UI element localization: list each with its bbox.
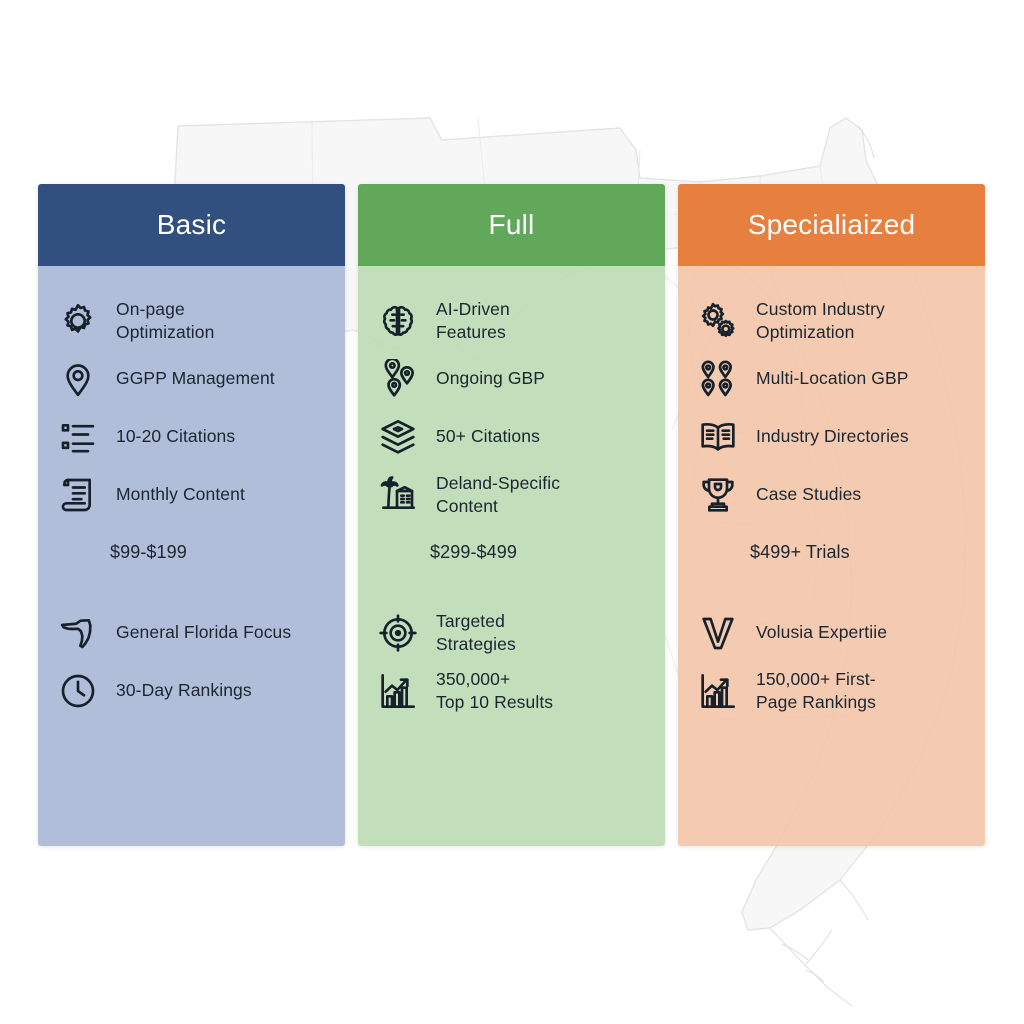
price-label: $99-$199 <box>110 542 187 563</box>
quad-map-pin-icon <box>696 357 740 401</box>
feature-label: 30-Day Rankings <box>116 680 252 701</box>
pricing-card-full[interactable]: Full AI-Driven Features Ongoing GBP 50+ … <box>358 184 665 846</box>
card-header-specialized: Specialiaized <box>678 184 985 266</box>
feature-label: On-page Optimization <box>116 298 215 342</box>
row-spacer <box>56 582 327 604</box>
feature-row: Deland-Specific Content <box>376 466 647 524</box>
card-title-specialized: Specialiaized <box>747 209 916 240</box>
feature-label: Custom Industry Optimization <box>756 298 885 342</box>
feature-row: 50+ Citations <box>376 408 647 466</box>
v-letter-icon <box>696 611 740 655</box>
feature-label: 150,000+ First- Page Rankings <box>756 668 876 712</box>
scroll-document-icon <box>56 473 100 517</box>
feature-label: Ongoing GBP <box>436 368 546 389</box>
growth-bar-chart-icon <box>376 669 420 713</box>
card-title-basic: Basic <box>156 209 227 240</box>
florida-outline-icon <box>56 611 100 655</box>
feature-row: Volusia Expertiie <box>696 604 967 662</box>
feature-label: Targeted Strategies <box>436 610 516 654</box>
price-row: $99-$199 <box>56 524 327 582</box>
feature-label: Multi-Location GBP <box>756 368 909 389</box>
feature-label: 10-20 Citations <box>116 426 236 447</box>
feature-row: Industry Directories <box>696 408 967 466</box>
feature-label: General Florida Focus <box>116 622 292 643</box>
multi-map-pin-icon <box>376 357 420 401</box>
trophy-icon <box>696 473 740 517</box>
feature-row: AI-Driven Features <box>376 292 647 350</box>
feature-label: GGPP Management <box>116 368 275 389</box>
brain-icon <box>376 299 420 343</box>
price-label: $299-$499 <box>430 542 517 563</box>
double-gear-icon <box>696 299 740 343</box>
layers-stack-icon <box>376 415 420 459</box>
card-body-specialized: Custom Industry Optimization Multi-Locat… <box>678 266 985 846</box>
feature-label: Industry Directories <box>756 426 909 447</box>
row-spacer <box>696 582 967 604</box>
pricing-card-basic[interactable]: Basic On-page Optimization GGPP Manageme… <box>38 184 345 846</box>
map-pin-icon <box>56 357 100 401</box>
feature-row: General Florida Focus <box>56 604 327 662</box>
feature-row: 10-20 Citations <box>56 408 327 466</box>
bulleted-list-icon <box>56 415 100 459</box>
feature-row: Targeted Strategies <box>376 604 647 662</box>
card-header-basic: Basic <box>38 184 345 266</box>
card-body-basic: On-page Optimization GGPP Management 10-… <box>38 266 345 846</box>
card-body-full: AI-Driven Features Ongoing GBP 50+ Citat… <box>358 266 665 846</box>
price-label: $499+ Trials <box>750 542 850 563</box>
pricing-card-specialized[interactable]: Specialiaized Custom Industry Optimizati… <box>678 184 985 846</box>
card-title-full: Full <box>488 209 535 240</box>
card-header-full: Full <box>358 184 665 266</box>
feature-row: On-page Optimization <box>56 292 327 350</box>
palm-tree-building-icon <box>376 473 420 517</box>
feature-label: Volusia Expertiie <box>756 622 888 643</box>
feature-row: 350,000+ Top 10 Results <box>376 662 647 720</box>
growth-bar-chart-icon <box>696 669 740 713</box>
feature-row: 150,000+ First- Page Rankings <box>696 662 967 720</box>
feature-label: Monthly Content <box>116 484 245 505</box>
feature-row: Monthly Content <box>56 466 327 524</box>
target-crosshair-icon <box>376 611 420 655</box>
price-row: $299-$499 <box>376 524 647 582</box>
feature-label: AI-Driven Features <box>436 298 510 342</box>
row-spacer <box>376 582 647 604</box>
feature-label: Case Studies <box>756 484 862 505</box>
feature-row: Multi-Location GBP <box>696 350 967 408</box>
feature-row: Ongoing GBP <box>376 350 647 408</box>
price-row: $499+ Trials <box>696 524 967 582</box>
feature-label: Deland-Specific Content <box>436 472 561 516</box>
feature-row: 30-Day Rankings <box>56 662 327 720</box>
feature-row: Custom Industry Optimization <box>696 292 967 350</box>
clock-icon <box>56 669 100 713</box>
feature-label: 50+ Citations <box>436 426 540 447</box>
feature-row: Case Studies <box>696 466 967 524</box>
feature-label: 350,000+ Top 10 Results <box>436 668 554 712</box>
gear-icon <box>56 299 100 343</box>
feature-row: GGPP Management <box>56 350 327 408</box>
open-book-icon <box>696 415 740 459</box>
